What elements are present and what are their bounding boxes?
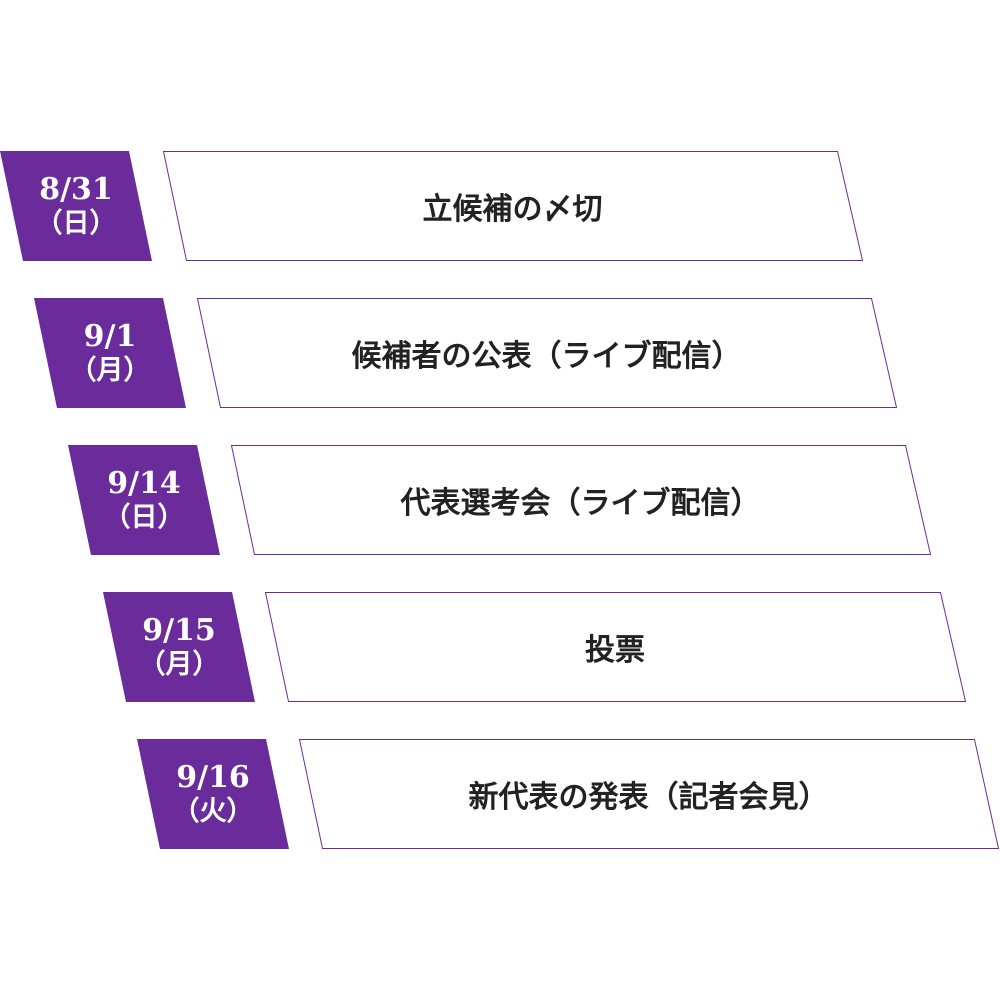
date-label: 9/1	[83, 319, 137, 355]
weekday-label: （日）	[35, 207, 117, 239]
event-box-shape	[264, 592, 967, 702]
event-box-shape	[162, 151, 864, 261]
event-title: 代表選考会（ライブ配信）	[400, 486, 761, 521]
schedule-row: 9/1 （月） 候補者の公表（ライブ配信）	[0, 298, 1000, 408]
date-badge-shape	[0, 151, 152, 261]
event-box-shape	[196, 298, 898, 408]
event-title: 新代表の発表（記者会見）	[468, 780, 829, 815]
date-label: 9/14	[107, 466, 181, 502]
row-shapes	[68, 445, 932, 555]
schedule-row: 9/15 （月） 投票	[0, 592, 1000, 702]
schedule-row: 9/14 （日） 代表選考会（ライブ配信）	[0, 445, 1000, 555]
date-badge-shape	[34, 298, 186, 408]
row-shapes	[137, 739, 1000, 849]
date-badge: 9/16 （火）	[148, 739, 278, 849]
weekday-label: （火）	[172, 795, 254, 827]
date-badge-shape	[103, 592, 255, 702]
row-shapes	[34, 298, 898, 408]
date-badge: 9/15 （月）	[114, 592, 244, 702]
weekday-label: （月）	[69, 354, 151, 386]
date-badge: 9/14 （日）	[79, 445, 209, 555]
schedule-row: 9/16 （火） 新代表の発表（記者会見）	[0, 739, 1000, 849]
date-label: 8/31	[39, 172, 113, 208]
event-title: 立候補の〆切	[422, 192, 603, 227]
date-badge: 9/1 （月）	[45, 298, 175, 408]
date-label: 9/15	[142, 613, 216, 649]
date-badge: 8/31 （日）	[11, 151, 141, 261]
weekday-label: （日）	[103, 501, 185, 533]
schedule-row: 8/31 （日） 立候補の〆切	[0, 151, 1000, 261]
date-label: 9/16	[176, 760, 250, 796]
event-title: 候補者の公表（ライブ配信）	[351, 339, 742, 374]
weekday-label: （月）	[138, 648, 220, 680]
row-shapes	[0, 151, 864, 261]
date-badge-shape	[137, 739, 289, 849]
event-title: 投票	[585, 633, 645, 668]
event-box-shape	[230, 445, 932, 555]
event-box-shape	[298, 739, 1000, 849]
row-shapes	[103, 592, 967, 702]
date-badge-shape	[68, 445, 220, 555]
